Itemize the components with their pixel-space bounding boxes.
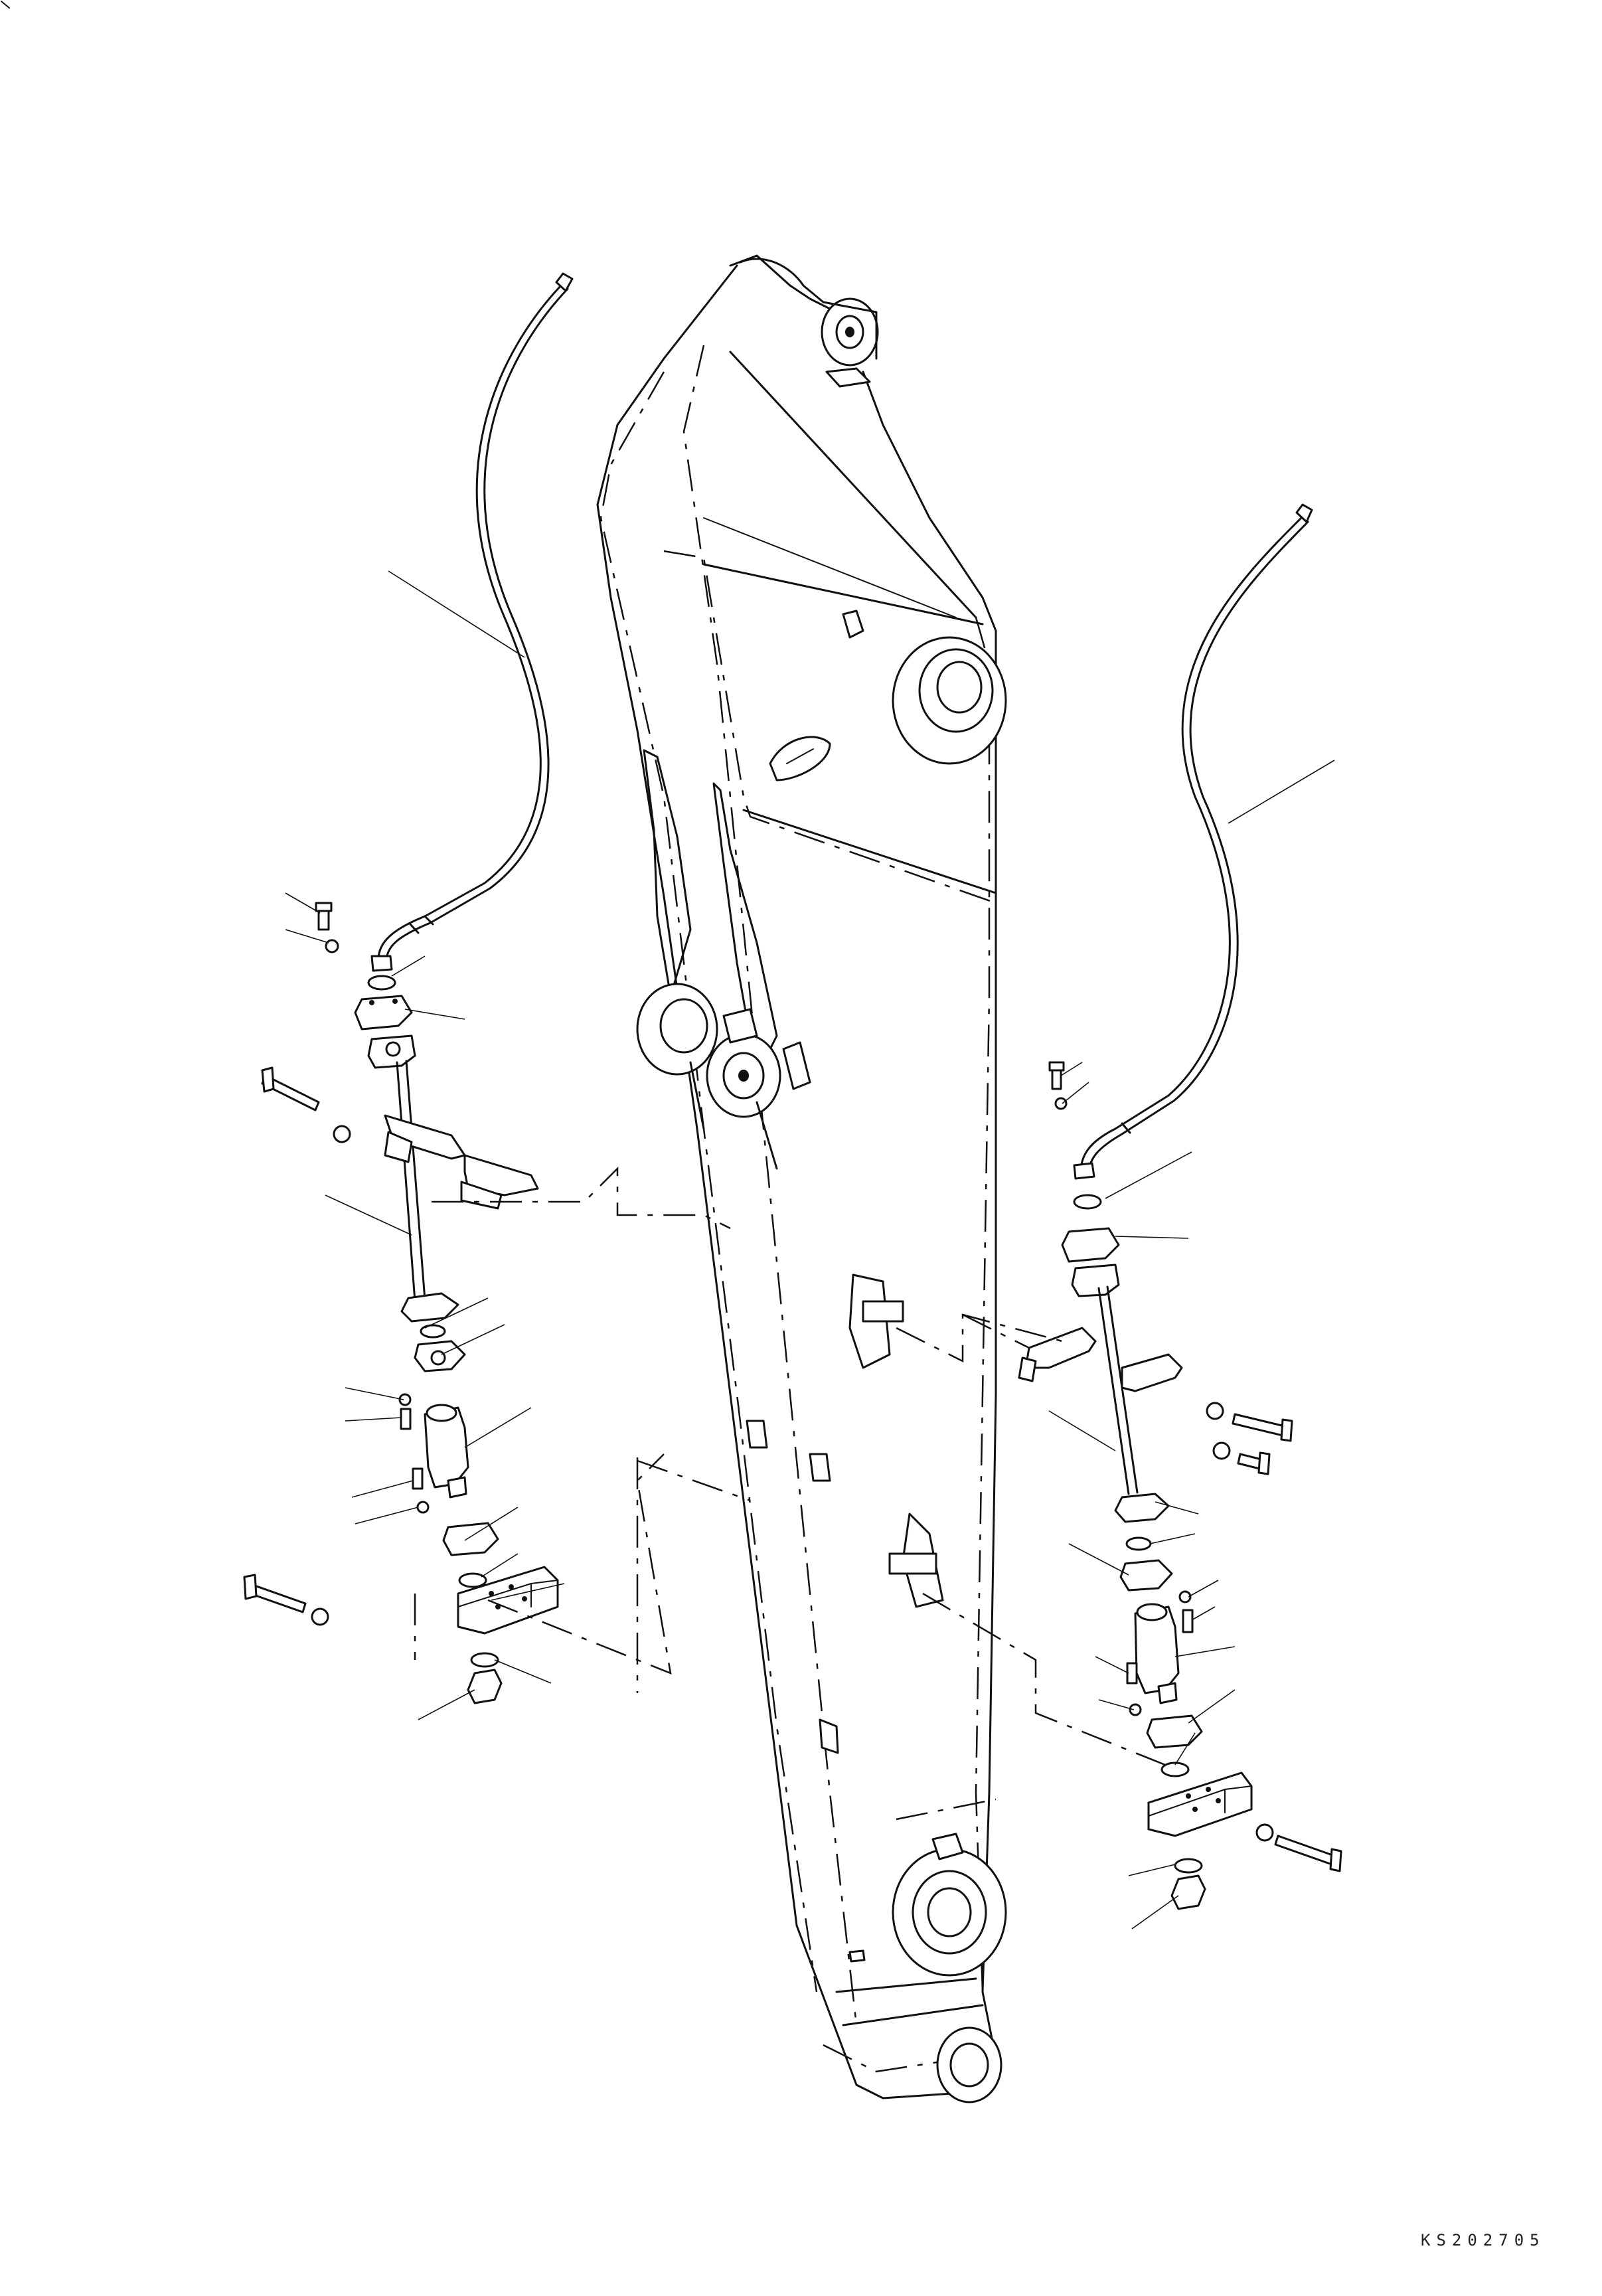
- clamp-bracket: [463, 1154, 539, 1196]
- washer: [1129, 1703, 1142, 1716]
- clip: [746, 1420, 768, 1449]
- arm-assembly: [596, 254, 1007, 2103]
- o-ring: [420, 1324, 446, 1339]
- split-flange: [354, 995, 413, 1030]
- left-hose: [377, 284, 562, 961]
- bolt: [1182, 1609, 1194, 1633]
- washer: [1054, 1097, 1068, 1110]
- corner-tick-mark: [1, 1, 10, 9]
- split-flange: [400, 1292, 459, 1323]
- bolt: [1237, 1453, 1263, 1470]
- left-valve-stack: [243, 570, 751, 1720]
- o-ring: [470, 1652, 499, 1668]
- valve-body: [424, 1406, 469, 1489]
- clip: [809, 1453, 831, 1482]
- plug: [1170, 1874, 1206, 1910]
- split-flange: [1119, 1559, 1173, 1592]
- drawing-code: KS202705: [1421, 2231, 1546, 2250]
- split-flange: [1114, 1493, 1170, 1523]
- o-ring: [367, 975, 396, 991]
- clamp-bracket: [1121, 1353, 1183, 1392]
- o-ring: [1073, 1194, 1102, 1210]
- o-ring: [1125, 1536, 1152, 1551]
- right-hose: [1080, 517, 1303, 1170]
- long-bolt: [1274, 1835, 1336, 1866]
- steel-pipe: [1097, 1285, 1139, 1495]
- valve-body: [1134, 1605, 1180, 1694]
- split-flange: [1146, 1714, 1203, 1749]
- washer: [1178, 1590, 1192, 1603]
- o-ring: [1174, 1858, 1203, 1874]
- bolt: [412, 1467, 424, 1490]
- bolt: [1051, 1068, 1062, 1090]
- clip: [819, 1718, 839, 1754]
- washer: [398, 1393, 412, 1406]
- o-ring: [1161, 1762, 1190, 1777]
- split-flange: [1061, 1227, 1120, 1263]
- right-hose-assembly: [1073, 503, 1313, 1180]
- long-bolt: [1232, 1413, 1286, 1437]
- left-hose-assembly: [370, 272, 574, 972]
- steel-pipe: [396, 1060, 426, 1303]
- right-valve-stack: [896, 760, 1342, 1929]
- plug: [467, 1669, 503, 1704]
- washer: [416, 1501, 430, 1514]
- o-ring: [458, 1572, 487, 1588]
- manifold-block: [1147, 1771, 1253, 1837]
- washer: [325, 939, 339, 953]
- split-flange: [442, 1522, 499, 1556]
- split-flange: [1071, 1264, 1120, 1297]
- bolt: [400, 1408, 412, 1430]
- bolt: [1126, 1662, 1138, 1684]
